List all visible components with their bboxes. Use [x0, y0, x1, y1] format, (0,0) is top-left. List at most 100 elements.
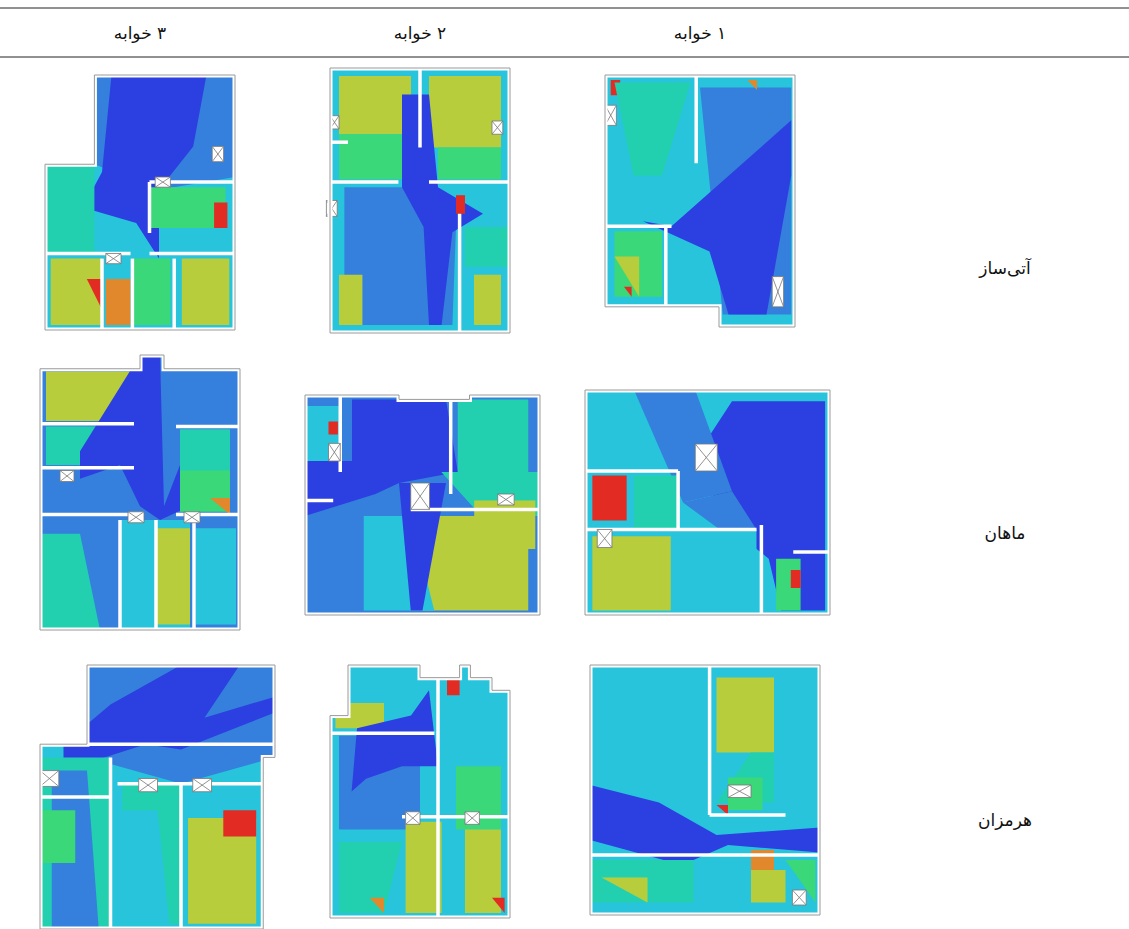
shaft-symbol [597, 530, 612, 548]
visibility-area [87, 279, 102, 310]
visibility-area [438, 148, 501, 180]
shaft-symbol [329, 443, 341, 461]
table-rule [0, 8, 1129, 9]
column-header: ۲ خوابه [394, 23, 446, 43]
wall [154, 520, 158, 630]
visibility-area [120, 520, 190, 630]
floor-plan [590, 665, 820, 915]
visibility-area [45, 164, 94, 253]
visibility-area [339, 275, 362, 325]
wall [664, 226, 668, 307]
shaft-symbol [492, 121, 503, 134]
shaft-symbol [465, 812, 479, 825]
visibility-area [339, 842, 402, 913]
visibility-field [605, 75, 795, 327]
wall [330, 732, 434, 736]
visibility-area [585, 390, 830, 615]
visibility-area [399, 483, 446, 611]
wall [305, 499, 333, 503]
visibility-area [305, 395, 540, 615]
visibility-field [330, 68, 510, 333]
visibility-area [751, 850, 774, 870]
visibility-area [64, 665, 276, 771]
visibility-area [45, 75, 235, 330]
visibility-area [456, 195, 465, 214]
visibility-area [370, 898, 384, 913]
shaft-symbol [772, 277, 783, 307]
visibility-field [45, 75, 235, 330]
visibility-area [330, 665, 510, 918]
floor-plan [605, 75, 795, 327]
visibility-area [122, 784, 181, 924]
wall [179, 784, 183, 929]
visibility-area [624, 287, 632, 297]
visibility-area [474, 275, 501, 325]
shaft-symbol [128, 512, 144, 523]
outer-wall [40, 665, 275, 929]
wall [131, 259, 135, 330]
wall [760, 525, 764, 615]
visibility-area [40, 534, 100, 630]
wall [40, 513, 136, 517]
visibility-area [465, 227, 510, 267]
shaft-symbol [184, 512, 200, 523]
visibility-area [683, 491, 757, 529]
wall [40, 466, 134, 470]
row-label: آتی‌ساز [979, 258, 1030, 278]
visibility-area [751, 870, 786, 903]
visibility-area [406, 822, 442, 913]
wall [710, 813, 786, 817]
visibility-area [330, 68, 510, 333]
visibility-field [40, 355, 240, 630]
visibility-area [132, 259, 170, 325]
visibility-area [728, 778, 763, 811]
visibility-area [717, 678, 775, 753]
visibility-area [83, 75, 207, 259]
floor-plan [330, 665, 510, 918]
visibility-area [223, 810, 256, 836]
wall [418, 68, 422, 148]
row-label: هرمزان [978, 810, 1032, 830]
visibility-area [40, 355, 240, 630]
visibility-area [182, 259, 230, 325]
wall [676, 471, 680, 530]
wall [708, 665, 712, 815]
visibility-area [156, 528, 190, 624]
visibility-area [214, 203, 227, 229]
visibility-area [352, 690, 438, 791]
wall [100, 259, 104, 330]
visibility-area [602, 878, 648, 903]
visibility-area [615, 256, 640, 296]
outer-wall [40, 355, 240, 630]
shaft-symbol [792, 890, 806, 905]
visibility-area [106, 279, 131, 325]
shaft-symbol [406, 812, 420, 825]
shaft-symbol [106, 254, 121, 264]
wall [148, 182, 152, 233]
visibility-area [305, 406, 340, 461]
visibility-area [590, 860, 694, 903]
visibility-field [590, 665, 820, 915]
outer-wall [590, 665, 820, 915]
visibility-area [339, 134, 402, 179]
wall [40, 422, 134, 426]
visibility-area [634, 476, 678, 530]
visibility-area [492, 898, 505, 913]
wall [40, 795, 111, 799]
visibility-area [615, 83, 691, 176]
shaft-symbol [411, 483, 430, 509]
wall [429, 180, 510, 184]
outer-wall-line [330, 665, 510, 918]
wall [458, 214, 462, 333]
shaft-symbol [498, 494, 514, 505]
visibility-area [329, 421, 338, 434]
outer-wall-line [590, 665, 820, 915]
outer-wall-line [605, 75, 795, 327]
outer-wall-line [585, 390, 830, 615]
row-label: ماهان [985, 523, 1026, 543]
visibility-area [51, 259, 102, 325]
visibility-area [605, 75, 795, 327]
visibility-area [615, 231, 663, 297]
table-rule [0, 57, 1129, 58]
